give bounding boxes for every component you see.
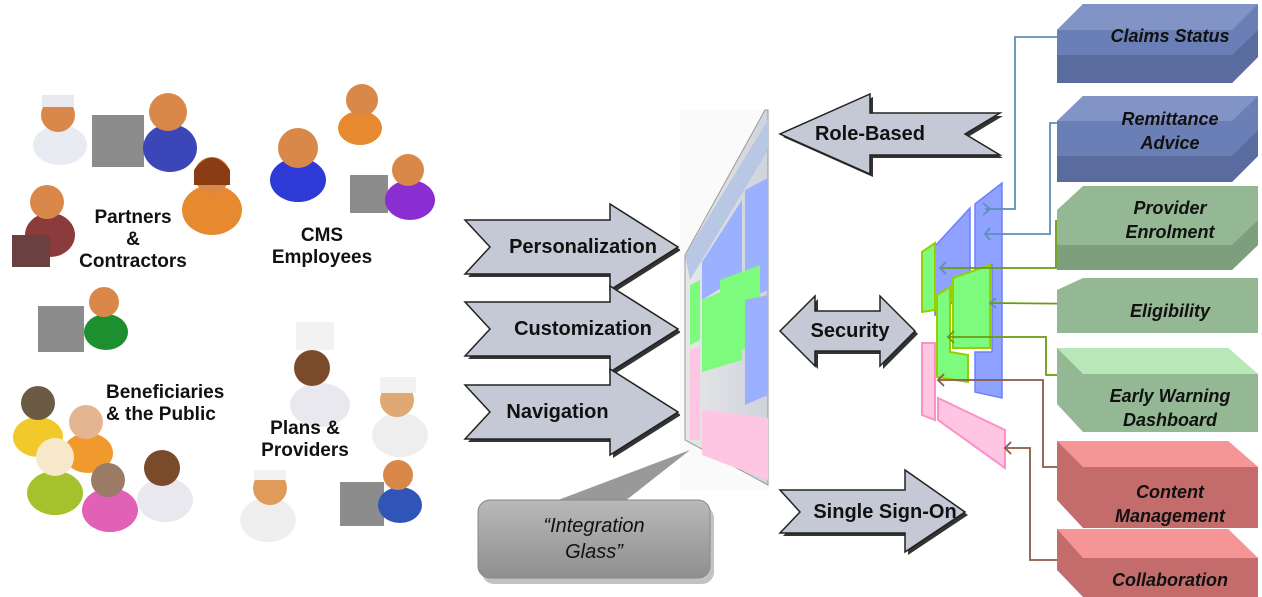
person-icon-green <box>27 438 83 515</box>
service-label: Content <box>1136 482 1204 502</box>
person-icon-businessman-computer <box>92 93 197 172</box>
arrow-role-based <box>778 92 1003 177</box>
label-line: Providers <box>261 440 349 461</box>
arrow-personalization <box>463 202 681 293</box>
person-icon-surgeon <box>372 377 428 457</box>
label-line: & <box>126 229 140 250</box>
service-label: Collaboration <box>1112 570 1228 590</box>
callout-line: Glass” <box>565 541 623 563</box>
arrow-security <box>778 294 918 369</box>
service-label: Dashboard <box>1122 410 1218 430</box>
label-line: Contractors <box>79 251 187 272</box>
label-personalization: Personalization <box>509 236 657 258</box>
service-content-management: Content Management <box>1090 480 1250 528</box>
service-claims-status: Claims Status <box>1090 24 1250 48</box>
label-line: CMS <box>300 225 344 246</box>
group-label-cms: CMS Employees <box>262 225 382 269</box>
person-icon-white-shirt <box>137 450 193 522</box>
layout-schematic <box>921 181 1006 470</box>
service-boxes <box>1057 4 1258 597</box>
integration-glass-callout <box>477 450 714 584</box>
service-label: Management <box>1114 506 1226 526</box>
person-icon-nurse <box>33 95 87 165</box>
label-line: Employees <box>271 247 373 268</box>
person-icon-cms-man <box>338 84 382 145</box>
group-label-beneficiaries: Beneficiaries & the Public <box>106 382 254 426</box>
label-line: Beneficiaries <box>106 382 225 403</box>
service-label: Advice <box>1140 133 1200 153</box>
service-remittance-advice: Remittance Advice <box>1090 107 1250 155</box>
person-icon-woman-orange <box>182 157 242 235</box>
label-security: Security <box>810 320 890 342</box>
person-icon-beneficiary-computer <box>38 287 128 352</box>
callout-integration-glass: “Integration Glass” <box>478 513 710 565</box>
label-role-based: Role-Based <box>814 123 926 145</box>
callout-line: “Integration <box>543 515 645 537</box>
label-line: & the Public <box>106 404 216 425</box>
group-label-partners: Partners & Contractors <box>58 207 208 273</box>
service-label: Enrolment <box>1125 222 1215 242</box>
arrow-navigation <box>463 367 681 458</box>
service-provider-enrolment: Provider Enrolment <box>1090 196 1250 244</box>
person-icon-orange <box>63 405 113 473</box>
service-label: Claims Status <box>1110 26 1230 46</box>
label-line: Plans & <box>270 418 340 439</box>
person-icon-doctor <box>240 470 296 542</box>
person-icon-headset <box>350 154 435 220</box>
label-line: Partners <box>94 207 172 228</box>
service-eligibility: Eligibility <box>1090 299 1250 323</box>
service-label: Remittance <box>1121 109 1219 129</box>
label-single-sign-on: Single Sign-On <box>813 501 957 523</box>
arrow-customization <box>463 284 681 375</box>
service-label: Eligibility <box>1129 301 1210 321</box>
person-icon-cms-woman <box>270 128 326 202</box>
service-label: Early Warning <box>1109 386 1231 406</box>
label-navigation: Navigation <box>506 401 609 423</box>
person-icon-briefcase <box>12 185 75 267</box>
person-icon-pink <box>82 463 138 532</box>
label-customization: Customization <box>514 318 652 340</box>
group-label-plans: Plans & Providers <box>250 418 360 462</box>
people-illustrations <box>12 84 435 542</box>
arrow-single-sign-on <box>778 468 968 555</box>
service-label: Provider <box>1133 198 1207 218</box>
person-icon-provider-computer <box>340 460 422 526</box>
person-icon-chef <box>290 322 350 427</box>
integration-glass-screen <box>680 109 770 490</box>
service-early-warning-dashboard: Early Warning Dashboard <box>1090 384 1250 432</box>
service-collaboration: Collaboration <box>1090 568 1250 592</box>
